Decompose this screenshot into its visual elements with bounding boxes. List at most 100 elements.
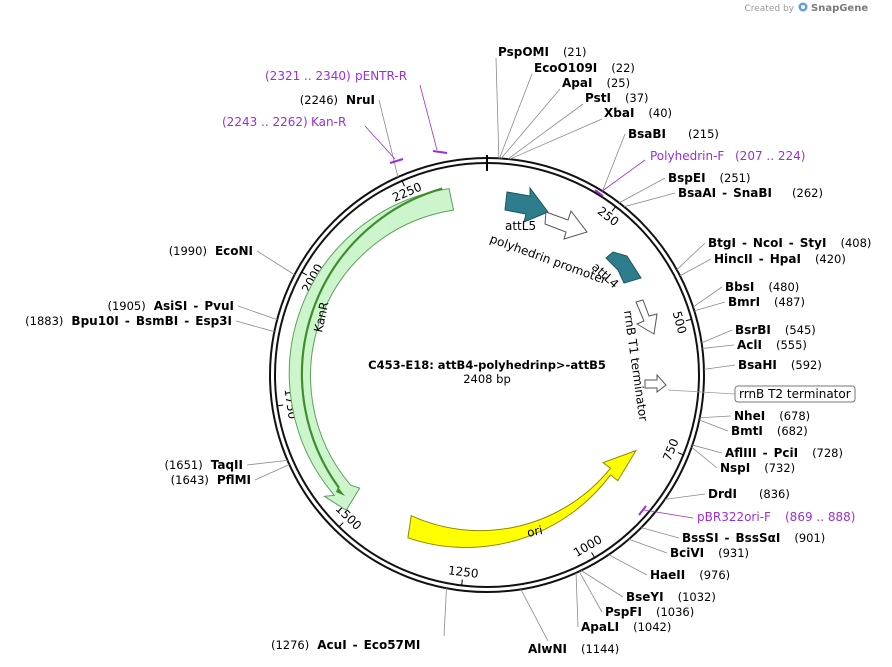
site-alwni[interactable]: AlwNI (1144) xyxy=(528,642,619,656)
site-bsssi[interactable]: BssSI-BssSαI(901) xyxy=(682,531,825,545)
site-position: (1651) xyxy=(164,458,202,472)
site-position: (1144) xyxy=(581,642,619,656)
tick-mark xyxy=(401,180,405,187)
site-pspfi[interactable]: PspFI(1036) xyxy=(605,605,694,619)
plasmid-length: 2408 bp xyxy=(463,372,511,386)
pentr-r-leader xyxy=(419,84,438,151)
site-bpu10i[interactable]: (1883)Bpu10I-BsmBI-Esp3I xyxy=(25,314,232,328)
enzyme-separator: - xyxy=(789,236,794,250)
enzyme-name: AsiSI xyxy=(154,299,188,313)
site-bmti[interactable]: BmtI(682) xyxy=(731,424,808,438)
enzyme-name: AlwNI xyxy=(528,642,567,656)
site-ecoo109i[interactable]: EcoO109I(22) xyxy=(534,61,635,75)
site-position: (555) xyxy=(776,338,807,352)
site-bsaai[interactable]: BsaAI-SnaBI(262) xyxy=(678,186,823,200)
primer-name: Kan-R xyxy=(311,115,346,129)
site-bsrbi[interactable]: BsrBI(545) xyxy=(735,323,816,337)
attl4-feature[interactable] xyxy=(605,251,642,284)
site-econi[interactable]: (1990)EcoNI xyxy=(169,244,253,258)
restriction-site-labels: PspOMI(21) EcoO109I(22)ApaI(25)PstI(37)Xb… xyxy=(25,45,871,656)
site-pspomi[interactable]: PspOMI(21) xyxy=(498,45,587,59)
enzyme-name: BsrBI xyxy=(735,323,771,337)
tick-label: 750 xyxy=(660,437,682,463)
site-bbsi[interactable]: BbsI(480) xyxy=(725,280,799,294)
polyhedrin-promoter-label: polyhedrin promoter xyxy=(488,232,609,287)
site-apai[interactable]: ApaI(25) xyxy=(562,76,630,90)
tick-label: 500 xyxy=(670,310,690,336)
primer-kan-r[interactable]: (2243 .. 2262) Kan-R xyxy=(222,115,346,129)
site-haeii[interactable]: HaeII(976) xyxy=(650,568,730,582)
rrnb-t1-feature[interactable] xyxy=(635,299,658,335)
site-position: (931) xyxy=(718,546,749,560)
tick-mark xyxy=(338,522,344,528)
site-bseyi[interactable]: BseYI(1032) xyxy=(626,590,716,604)
site-position: (1036) xyxy=(656,605,694,619)
site-leader xyxy=(499,73,533,159)
polyhedrin-f-marker xyxy=(594,189,604,197)
site-bsabi[interactable]: BsaBI (215) xyxy=(628,127,719,141)
site-leader xyxy=(575,572,579,628)
site-nhei[interactable]: NheI(678) xyxy=(734,409,810,423)
site-acui[interactable]: (1276)AcuI-Eco57MI xyxy=(271,638,420,652)
site-leader xyxy=(699,415,732,419)
primer-range: (207 .. 224) xyxy=(735,149,805,163)
site-position: (487) xyxy=(774,295,805,309)
site-bspei[interactable]: BspEI(251) xyxy=(668,171,750,185)
site-psti[interactable]: PstI(37) xyxy=(585,91,649,105)
site-position: (728) xyxy=(812,446,843,460)
attl5-label: attL5 xyxy=(505,219,536,233)
site-bmri[interactable]: BmrI(487) xyxy=(728,295,805,309)
site-xbai[interactable]: XbaI(40) xyxy=(604,106,672,120)
site-nrui[interactable]: (2246)NruI xyxy=(300,93,375,107)
tick-mark xyxy=(277,404,284,407)
site-leader xyxy=(623,192,676,208)
primer-pbr322ori-f[interactable]: pBR322ori-F (869 .. 888) xyxy=(697,510,855,524)
primer-range: (869 .. 888) xyxy=(785,510,855,524)
site-taqii[interactable]: (1651)TaqII xyxy=(164,458,243,472)
attl5-feature[interactable] xyxy=(504,186,549,223)
site-acli[interactable]: AclI(555) xyxy=(737,338,807,352)
site-position: (1042) xyxy=(633,620,671,634)
primer-polyhedrin-f[interactable]: Polyhedrin-F (207 .. 224) xyxy=(650,149,805,163)
enzyme-name: HaeII xyxy=(650,568,685,582)
rrnb-t2-leader xyxy=(667,389,736,395)
primer-name: pENTR-R xyxy=(355,69,407,83)
enzyme-name: NcoI xyxy=(753,236,783,250)
site-leader xyxy=(509,118,603,160)
site-leader xyxy=(602,133,626,192)
site-leader xyxy=(254,464,290,481)
site-position: (1276) xyxy=(271,638,309,652)
site-position: (2246) xyxy=(300,93,338,107)
site-position: (732) xyxy=(764,461,795,475)
site-bsahi[interactable]: BsaHI(592) xyxy=(738,358,822,372)
primer-range: (2243 .. 2262) xyxy=(222,115,308,129)
enzyme-name: BsaBI xyxy=(628,127,666,141)
site-nspi[interactable]: NspI (732) xyxy=(720,461,795,475)
site-position: (408) xyxy=(840,236,871,250)
enzyme-name: NspI xyxy=(720,461,750,475)
kanr-feature[interactable] xyxy=(288,188,455,511)
site-asisi[interactable]: (1905)AsiSI-PvuI xyxy=(107,299,234,313)
rrnb-t2-feature[interactable] xyxy=(644,373,667,394)
site-bcivi[interactable]: BciVI (931) xyxy=(670,546,749,560)
site-afliii[interactable]: AflIII-PciI(728) xyxy=(725,446,843,460)
site-leader xyxy=(507,103,584,160)
site-position: (1990) xyxy=(169,244,207,258)
polyhedrin-promoter-feature[interactable] xyxy=(544,209,588,240)
ori-feature[interactable] xyxy=(407,449,638,548)
site-apali[interactable]: ApaLI (1042) xyxy=(581,620,671,634)
site-leader xyxy=(694,301,726,312)
kan-r-marker xyxy=(389,158,404,164)
site-drdi[interactable]: DrdI(836) xyxy=(708,487,790,501)
enzyme-name: ApaLI xyxy=(581,620,619,634)
site-btgi[interactable]: BtgI-NcoI-StyI(408) xyxy=(708,236,871,250)
site-hincii[interactable]: HincII-HpaI(420) xyxy=(714,252,846,266)
primer-name: Polyhedrin-F xyxy=(650,149,724,163)
site-pflmi[interactable]: (1643)PflMI xyxy=(171,473,251,487)
site-position: (1905) xyxy=(107,299,145,313)
enzyme-name: BciVI xyxy=(670,546,704,560)
primer-pentr-r[interactable]: (2321 .. 2340) pENTR-R xyxy=(265,69,407,83)
site-position: (836) xyxy=(759,487,790,501)
site-position: (215) xyxy=(688,127,719,141)
